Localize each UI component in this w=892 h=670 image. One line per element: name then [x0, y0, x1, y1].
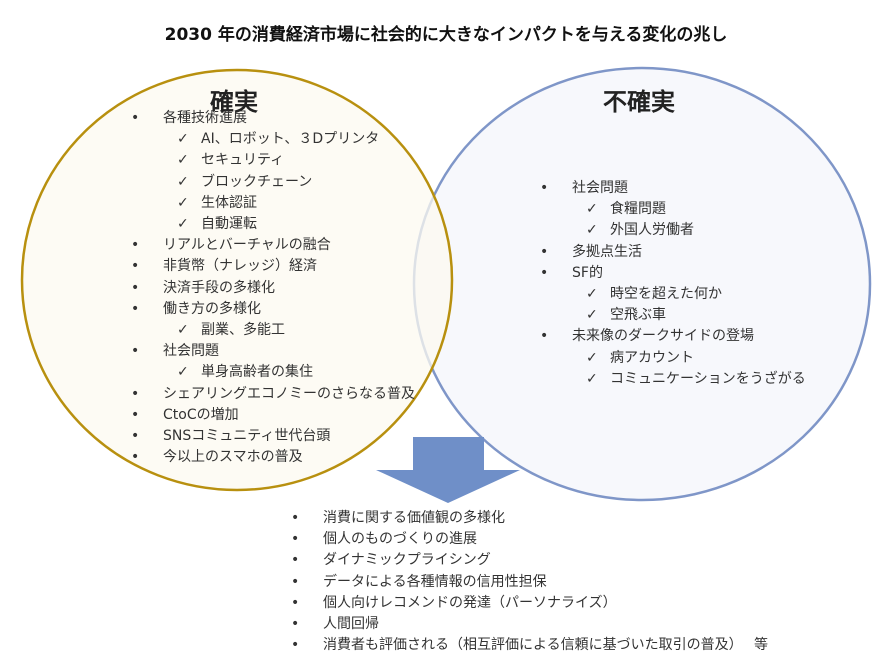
bullet-item: 個人のものづくりの進展: [291, 529, 768, 550]
bullet-item: CtoCの増加: [131, 405, 415, 426]
bullet-item: リアルとバーチャルの融合: [131, 235, 415, 256]
bullet-item: 働き方の多様化: [131, 299, 415, 320]
bullet-item: 多拠点生活: [540, 242, 806, 263]
check-item: 副業、多能工: [131, 320, 415, 341]
check-item: 外国人労働者: [540, 220, 806, 241]
uncertain-list: 社会問題食糧問題外国人労働者多拠点生活SF的時空を超えた何か空飛ぶ車未来像のダー…: [540, 178, 806, 390]
bullet-item: 消費者も評価される（相互評価による信頼に基づいた取引の普及） 等: [291, 635, 768, 656]
bullet-item: 未来像のダークサイドの登場: [540, 326, 806, 347]
bullet-item: ダイナミックプライシング: [291, 550, 768, 571]
bullet-item: 今以上のスマホの普及: [131, 447, 415, 468]
bullet-item: SF的: [540, 263, 806, 284]
bullet-item: 社会問題: [540, 178, 806, 199]
bullet-item: 人間回帰: [291, 614, 768, 635]
check-item: 食糧問題: [540, 199, 806, 220]
check-item: セキュリティ: [131, 150, 415, 171]
bullet-item: データによる各種情報の信用性担保: [291, 572, 768, 593]
bullet-item: 個人向けレコメンドの発達（パーソナライズ）: [291, 593, 768, 614]
check-item: AI、ロボット、３Dプリンタ: [131, 129, 415, 150]
certain-list: 各種技術進展AI、ロボット、３Dプリンタセキュリティブロックチェーン生体認証自動…: [131, 108, 415, 469]
down-arrow-icon: [376, 437, 520, 503]
check-item: 生体認証: [131, 193, 415, 214]
uncertain-heading: 不確実: [603, 88, 675, 116]
bullet-item: シェアリングエコノミーのさらなる普及: [131, 384, 415, 405]
check-item: 自動運転: [131, 214, 415, 235]
check-item: 単身高齢者の集住: [131, 362, 415, 383]
bullet-item: 決済手段の多様化: [131, 278, 415, 299]
check-item: 病アカウント: [540, 348, 806, 369]
bullet-item: 社会問題: [131, 341, 415, 362]
check-item: コミュニケーションをうざがる: [540, 369, 806, 390]
check-item: ブロックチェーン: [131, 172, 415, 193]
check-item: 時空を超えた何か: [540, 284, 806, 305]
bullet-item: 非貨幣（ナレッジ）経済: [131, 256, 415, 277]
bullet-item: SNSコミュニティ世代台頭: [131, 426, 415, 447]
diagram-title: 2030 年の消費経済市場に社会的に大きなインパクトを与える変化の兆し: [164, 25, 728, 45]
bullet-item: 各種技術進展: [131, 108, 415, 129]
bullet-item: 消費に関する価値観の多様化: [291, 508, 768, 529]
results-list: 消費に関する価値観の多様化個人のものづくりの進展ダイナミックプライシングデータに…: [291, 508, 768, 657]
check-item: 空飛ぶ車: [540, 305, 806, 326]
